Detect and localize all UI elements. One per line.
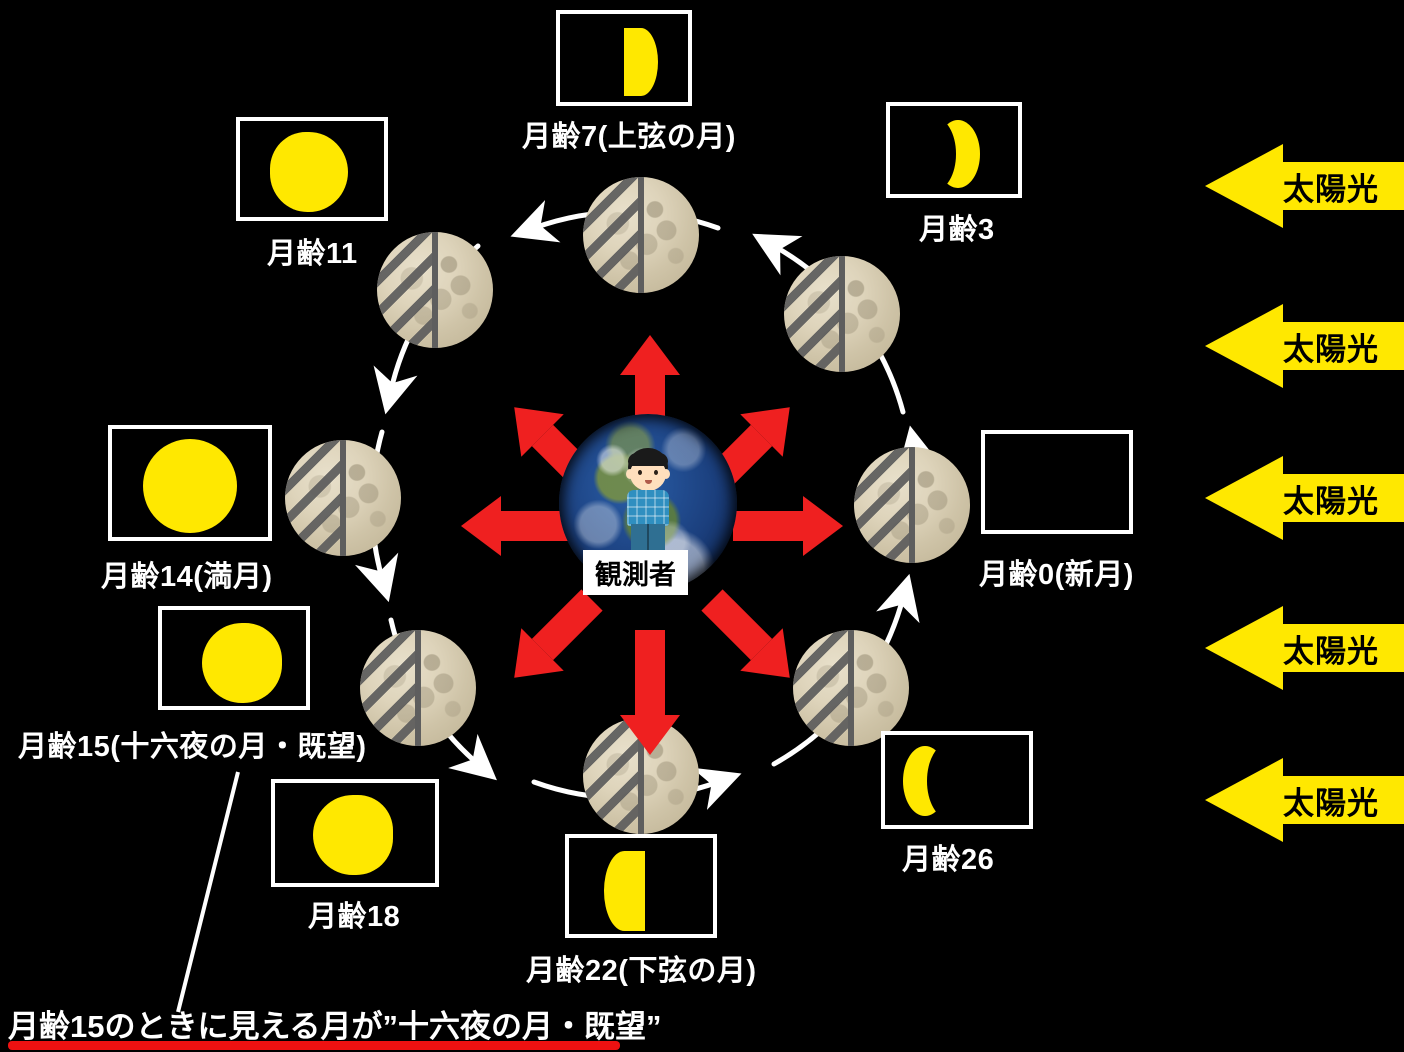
caption-age18: 月齢18 xyxy=(308,901,401,933)
moon-terminator xyxy=(432,232,438,348)
sunlight-arrow-4: 太陽光 xyxy=(1205,606,1404,690)
observer-avatar xyxy=(617,448,679,552)
sunlight-arrow-body xyxy=(1283,162,1404,210)
moon-view-age0 xyxy=(985,434,1129,530)
orbit-moon-waxing-crescent xyxy=(784,256,900,372)
view-box-age0 xyxy=(981,430,1133,534)
caption-age7: 月齢7(上弦の月) xyxy=(522,121,736,153)
sunlight-arrow-body xyxy=(1283,474,1404,522)
orbit-moon-full xyxy=(285,440,401,556)
moon-gibbous-left-shape xyxy=(202,623,282,703)
caption-age22: 月齢22(下弦の月) xyxy=(526,955,757,987)
moon-gibbous-right-shape xyxy=(270,132,348,212)
moon-view-age11 xyxy=(240,121,384,217)
moon-night-hatching xyxy=(360,630,418,746)
view-box-age7 xyxy=(556,10,692,106)
sunlight-arrow-3: 太陽光 xyxy=(1205,456,1404,540)
avatar-pants xyxy=(631,524,665,552)
sunlight-arrow-tip xyxy=(1205,456,1283,540)
sunlight-arrow-body xyxy=(1283,322,1404,370)
avatar-ear-left xyxy=(626,469,634,479)
view-box-age18 xyxy=(271,779,439,887)
observer-label: 観測者 xyxy=(583,550,688,595)
view-box-age22 xyxy=(565,834,717,938)
avatar-ear-right xyxy=(662,469,670,479)
sunlight-arrow-body xyxy=(1283,776,1404,824)
moon-crescent-right-shape xyxy=(936,120,980,188)
orbit-moon-last-quarter xyxy=(583,718,699,834)
caption-age15: 月齢15(十六夜の月・既望) xyxy=(18,731,367,763)
moon-night-hatching xyxy=(854,447,912,563)
sunlight-arrow-tip xyxy=(1205,606,1283,690)
moon-night-hatching xyxy=(377,232,435,348)
view-box-age14 xyxy=(108,425,272,541)
moon-view-age18 xyxy=(275,783,435,883)
moon-night-hatching xyxy=(784,256,842,372)
view-box-age15 xyxy=(158,606,310,710)
view-box-age26 xyxy=(881,731,1033,829)
moon-view-age3 xyxy=(890,106,1018,194)
sightline-arrow-east xyxy=(733,496,843,556)
moon-half-right-shape xyxy=(624,28,658,96)
orbit-moon-waning-crescent xyxy=(793,630,909,746)
view-box-age3 xyxy=(886,102,1022,198)
sunlight-arrow-tip xyxy=(1205,304,1283,388)
caption-age26: 月齢26 xyxy=(902,844,995,876)
orbit-moon-waning-gibbous xyxy=(360,630,476,746)
moon-night-hatching xyxy=(793,630,851,746)
moon-view-age7 xyxy=(560,14,688,102)
avatar-shirt xyxy=(627,490,669,526)
view-box-age11 xyxy=(236,117,388,221)
sunlight-arrow-tip xyxy=(1205,758,1283,842)
sunlight-label: 太陽光 xyxy=(1283,634,1379,669)
moon-terminator xyxy=(638,718,644,834)
sunlight-arrow-tip xyxy=(1205,144,1283,228)
moon-terminator xyxy=(909,447,915,563)
sunlight-label: 太陽光 xyxy=(1283,484,1379,519)
moon-view-age26 xyxy=(885,735,1029,825)
sunlight-label: 太陽光 xyxy=(1283,786,1379,821)
sightline-arrow-west xyxy=(461,496,571,556)
sunlight-label: 太陽光 xyxy=(1283,332,1379,367)
sunlight-label: 太陽光 xyxy=(1283,172,1379,207)
avatar-mouth xyxy=(645,480,652,484)
moon-half-left-shape xyxy=(604,851,645,931)
moon-terminator xyxy=(638,177,644,293)
moon-gibbous-left-shape xyxy=(313,795,393,875)
moon-view-age15 xyxy=(162,610,306,706)
moon-crescent-left-shape xyxy=(903,746,947,816)
caption-age14: 月齢14(満月) xyxy=(101,561,273,593)
moon-night-hatching xyxy=(583,177,641,293)
sightline-arrow-south xyxy=(620,630,680,755)
caption-age0: 月齢0(新月) xyxy=(979,559,1134,591)
moon-night-hatching xyxy=(583,718,641,834)
sunlight-arrow-5: 太陽光 xyxy=(1205,758,1404,842)
moon-terminator xyxy=(415,630,421,746)
sunlight-arrow-2: 太陽光 xyxy=(1205,304,1404,388)
orbit-moon-new xyxy=(854,447,970,563)
moon-terminator xyxy=(848,630,854,746)
moon-terminator xyxy=(340,440,346,556)
avatar-eye-left xyxy=(638,470,642,475)
sunlight-arrow-body xyxy=(1283,624,1404,672)
bottom-note-underline xyxy=(8,1041,620,1050)
moon-view-age22 xyxy=(569,838,713,934)
moon-view-age14 xyxy=(112,429,268,537)
sunlight-arrow-1: 太陽光 xyxy=(1205,144,1404,228)
caption-age11: 月齢11 xyxy=(267,238,358,270)
avatar-eye-right xyxy=(654,470,658,475)
moon-night-hatching xyxy=(285,440,343,556)
moon-full-shape xyxy=(143,439,237,533)
orbit-moon-first-quarter xyxy=(583,177,699,293)
avatar-fringe xyxy=(628,453,668,466)
moon-terminator xyxy=(839,256,845,372)
caption-age3: 月齢3 xyxy=(919,214,995,246)
bottom-note-text: 月齢15のときに見える月が”十六夜の月・既望” xyxy=(8,1009,662,1044)
orbit-moon-waxing-gibbous xyxy=(377,232,493,348)
